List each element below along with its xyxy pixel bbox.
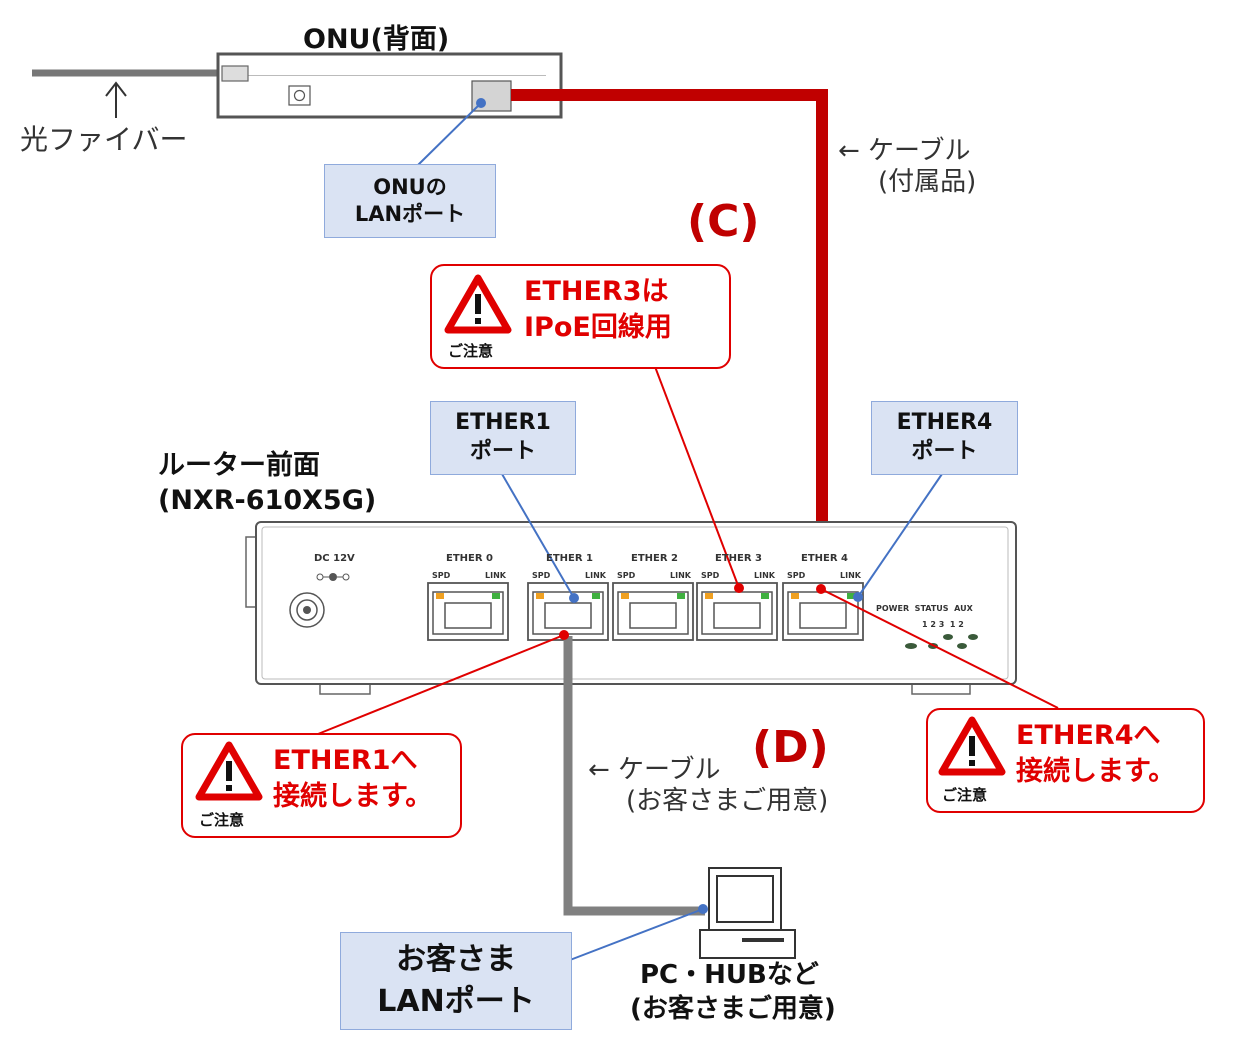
ether4-port-box: ETHER4 ポート bbox=[871, 401, 1018, 475]
warning-triangle-icon bbox=[195, 741, 263, 801]
led-header: POWER STATUS AUX bbox=[876, 604, 973, 613]
caution-label: ご注意 bbox=[448, 342, 494, 360]
link-label-3: LINK bbox=[754, 571, 775, 580]
spd-label-4: SPD bbox=[787, 571, 806, 580]
cable-d-label-line2: (お客さまご用意) bbox=[626, 786, 829, 817]
warning-ether3-text: ETHER3は IPoE回線用 bbox=[524, 274, 672, 347]
port-ether4 bbox=[782, 582, 864, 641]
fiber-label: 光ファイバー bbox=[20, 123, 188, 156]
link-label-2: LINK bbox=[670, 571, 691, 580]
port-label-ether1: ETHER 1 bbox=[546, 553, 593, 564]
link-label-4: LINK bbox=[840, 571, 861, 580]
ether1-port-line1: ETHER1 bbox=[455, 410, 551, 436]
onu-title: ONU(背面) bbox=[303, 24, 450, 55]
cable-d-label-line1: ← ケーブル bbox=[588, 755, 721, 785]
warning-ether4-text: ETHER4へ 接続します。 bbox=[1016, 718, 1175, 791]
router-ports bbox=[427, 582, 864, 641]
port-ether2 bbox=[612, 582, 694, 641]
blue-leaders bbox=[417, 102, 943, 961]
customer-lan-line2: LANポート bbox=[377, 984, 535, 1019]
warning-ether4-line1: ETHER4へ bbox=[1016, 720, 1161, 751]
cable-c-letter: (C) bbox=[687, 196, 760, 247]
spd-label-1: SPD bbox=[532, 571, 551, 580]
warning-ether1-line2: 接続します。 bbox=[273, 781, 433, 813]
red-dots bbox=[559, 583, 826, 640]
port-ether1 bbox=[527, 582, 609, 641]
customer-lan-port-box: お客さま LANポート bbox=[340, 932, 572, 1030]
led-numbers: 1 2 3 1 2 bbox=[922, 620, 964, 629]
warning-ether3-line1: ETHER3は bbox=[524, 276, 669, 307]
warning-ether1-text: ETHER1へ 接続します。 bbox=[273, 743, 432, 816]
port-label-ether4: ETHER 4 bbox=[801, 553, 848, 564]
pc-icon bbox=[699, 867, 796, 959]
ether1-port-line2: ポート bbox=[469, 439, 536, 464]
onu-lan-port-line1: ONUの bbox=[373, 174, 447, 199]
cable-c-label: ← ケーブル (付属品) bbox=[838, 136, 976, 198]
warning-ether4-line2: 接続します。 bbox=[1016, 756, 1176, 788]
ether4-port-line1: ETHER4 bbox=[896, 410, 993, 436]
port-ether3 bbox=[696, 582, 778, 641]
dc-label: DC 12V bbox=[314, 553, 355, 564]
warning-ether3: ご注意 ETHER3は IPoE回線用 bbox=[430, 264, 731, 369]
cable-c-label-line2: (付属品) bbox=[878, 167, 977, 198]
pc-label-line1: PC・HUBなど bbox=[640, 960, 819, 990]
caution-label: ご注意 bbox=[199, 811, 245, 829]
up-arrow-icon bbox=[105, 81, 127, 118]
warning-ether1-line1: ETHER1へ bbox=[273, 745, 418, 776]
onu-lan-port-line2: LANポート bbox=[354, 202, 466, 226]
ether4-port-line2: ポート bbox=[911, 439, 978, 464]
pc-label-line2: (お客さまご用意) bbox=[630, 993, 836, 1024]
cable-c bbox=[511, 89, 828, 589]
spd-label-3: SPD bbox=[701, 571, 720, 580]
port-label-ether0: ETHER 0 bbox=[446, 553, 493, 564]
warning-ether4: ご注意 ETHER4へ 接続します。 bbox=[926, 708, 1205, 813]
customer-lan-line1: お客さま bbox=[396, 942, 516, 977]
warning-triangle-icon bbox=[444, 274, 512, 334]
cable-c-label-line1: ← ケーブル bbox=[838, 136, 971, 166]
port-ether0 bbox=[427, 582, 509, 641]
red-leaders bbox=[317, 363, 1059, 735]
warning-ether3-line2: IPoE回線用 bbox=[524, 312, 672, 344]
router-title-line2: (NXR-610X5G) bbox=[158, 485, 377, 517]
router-title-line1: ルーター前面 bbox=[158, 450, 320, 481]
blue-dots bbox=[476, 98, 863, 914]
cable-d-label: ← ケーブル (お客さまご用意) bbox=[588, 755, 828, 817]
router-title: ルーター前面 (NXR-610X5G) bbox=[158, 448, 376, 518]
spd-label-0: SPD bbox=[432, 571, 451, 580]
warning-triangle-icon bbox=[938, 716, 1006, 776]
cable-d bbox=[563, 636, 705, 916]
link-label-1: LINK bbox=[585, 571, 606, 580]
warning-ether1: ご注意 ETHER1へ 接続します。 bbox=[181, 733, 462, 838]
link-label-0: LINK bbox=[485, 571, 506, 580]
port-label-ether3: ETHER 3 bbox=[715, 553, 762, 564]
ether1-port-box: ETHER1 ポート bbox=[430, 401, 576, 475]
caution-label: ご注意 bbox=[942, 786, 988, 804]
onu-device bbox=[216, 52, 563, 119]
port-label-ether2: ETHER 2 bbox=[631, 553, 678, 564]
spd-label-2: SPD bbox=[617, 571, 636, 580]
cable-d-letter: (D) bbox=[752, 722, 829, 773]
onu-lan-port-box: ONUの LANポート bbox=[324, 164, 496, 238]
pc-label: PC・HUBなど (お客さまご用意) bbox=[630, 959, 836, 1027]
